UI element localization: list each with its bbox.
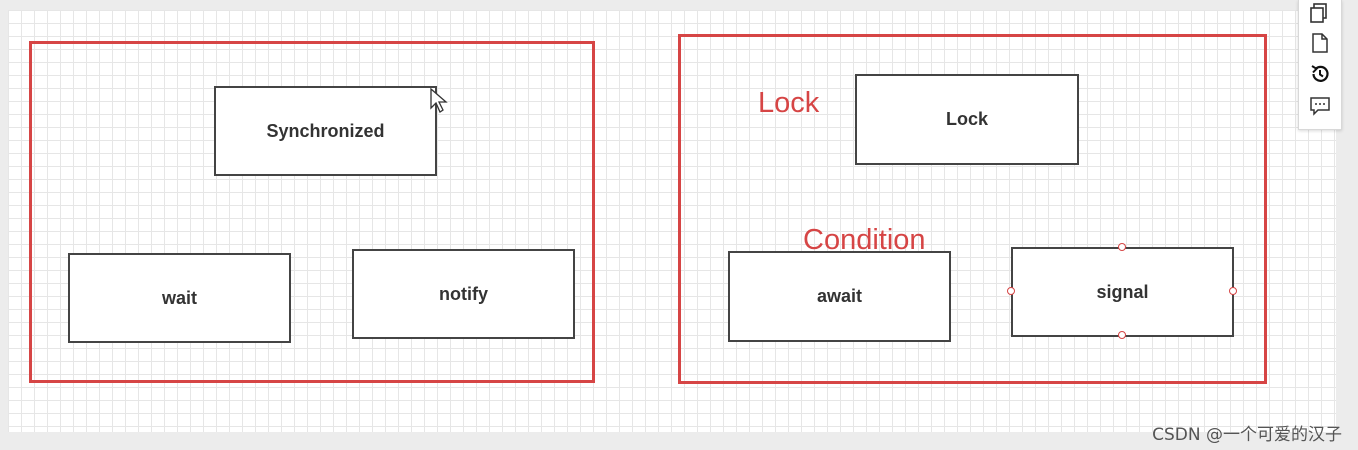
await-box[interactable]: await <box>728 251 951 342</box>
right-group-frame[interactable] <box>678 34 1267 384</box>
lock-box[interactable]: Lock <box>855 74 1079 165</box>
signal-handle-top[interactable] <box>1118 243 1126 251</box>
lock-box-label: Lock <box>945 109 988 129</box>
signal-handle-right[interactable] <box>1229 287 1237 295</box>
signal-handle-left[interactable] <box>1007 287 1015 295</box>
synchronized-box[interactable]: Synchronized <box>214 86 437 176</box>
csdn-watermark: CSDN @一个可爱的汉子 <box>1152 425 1342 445</box>
lock-red-label: Lock <box>758 87 820 119</box>
notify-label: notify <box>439 283 488 304</box>
copy-icon[interactable] <box>1309 2 1331 24</box>
history-icon[interactable] <box>1309 63 1331 85</box>
signal-box[interactable]: signal <box>1011 247 1234 337</box>
synchronized-label: Synchronized <box>266 120 385 141</box>
notify-box[interactable]: notify <box>352 249 575 339</box>
page-icon[interactable] <box>1309 32 1331 54</box>
await-label: await <box>816 286 863 306</box>
comment-icon[interactable] <box>1309 95 1331 117</box>
side-toolbar <box>1298 0 1342 130</box>
signal-label: signal <box>1096 281 1149 302</box>
left-group-frame[interactable] <box>29 41 595 383</box>
diagram-canvas[interactable]: Synchronized wait notify Lock Lock await… <box>8 10 1336 432</box>
wait-box[interactable]: wait <box>68 253 291 343</box>
condition-red-label: Condition <box>803 224 926 256</box>
mouse-cursor-icon <box>430 88 448 113</box>
signal-handle-bottom[interactable] <box>1118 331 1126 339</box>
wait-label: wait <box>161 287 197 308</box>
